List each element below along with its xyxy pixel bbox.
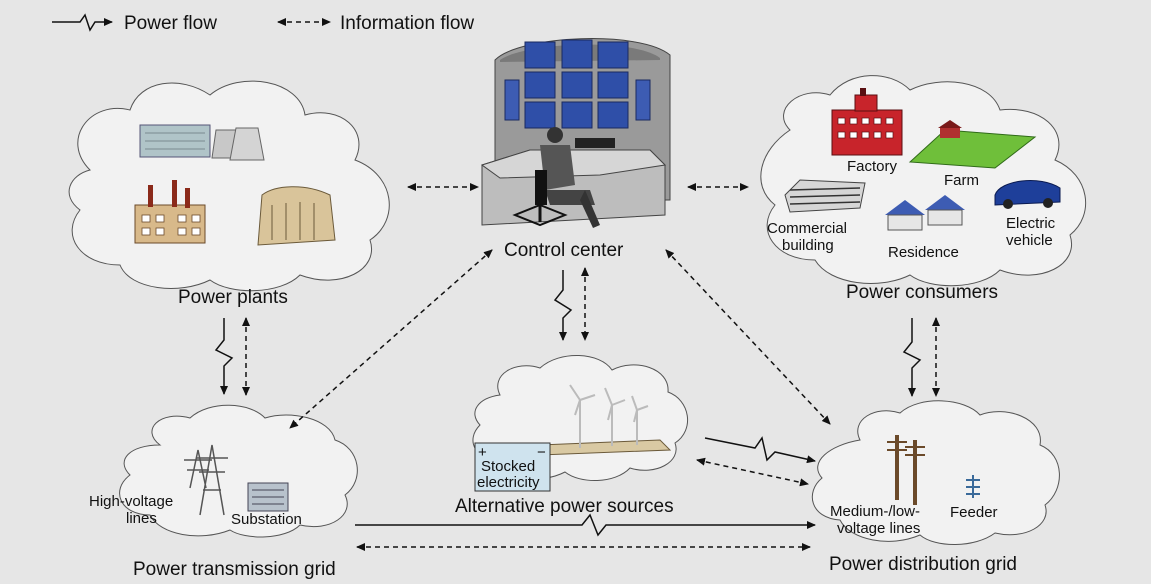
power-flow-legend-icon [52, 13, 113, 32]
commercial-building-label-line2: building [782, 237, 834, 254]
power-flow-control-alternative [553, 270, 573, 341]
high-voltage-lines-label-line2: lines [126, 510, 157, 527]
transmission-grid-label: Power transmission grid [133, 559, 336, 580]
high-voltage-lines-label-line1: High-voltage [89, 493, 173, 510]
substation-label: Substation [231, 511, 302, 528]
transmission-grid-illustration [184, 444, 289, 516]
power-plants-illustration [134, 124, 336, 246]
stocked-electricity-label-line1: Stocked [481, 458, 535, 475]
medium-low-voltage-lines-label-line2: voltage lines [837, 520, 920, 537]
transmission-grid-cloud [119, 404, 358, 538]
medium-low-voltage-lines-label-line1: Medium-/low- [830, 503, 920, 520]
information-flow-legend-label: Information flow [340, 13, 474, 34]
info-flow-control-distribution [665, 249, 831, 425]
power-flow-legend-label: Power flow [124, 13, 217, 34]
alternative-sources-label: Alternative power sources [455, 496, 674, 517]
battery-plus-sign: + [478, 444, 487, 461]
distribution-grid-label: Power distribution grid [829, 554, 1017, 575]
residence-label: Residence [888, 244, 959, 261]
control-center-illustration [480, 38, 671, 228]
power-flow-transmission-distribution [355, 513, 816, 537]
distribution-grid-cloud [811, 400, 1060, 545]
commercial-building-label-line1: Commercial [767, 220, 847, 237]
power-flow-consumers-distribution [902, 318, 922, 397]
power-flow-plants-transmission [214, 318, 234, 395]
control-center-label: Control center [504, 240, 624, 261]
farm-label: Farm [944, 172, 979, 189]
stocked-electricity-battery: + − Stocked electricity [477, 444, 546, 491]
feeder-label: Feeder [950, 504, 998, 521]
distribution-grid-illustration [887, 435, 980, 505]
alternative-sources-illustration [474, 384, 672, 492]
stocked-electricity-label-line2: electricity [477, 474, 540, 491]
power-flow-alternative-distribution [704, 436, 816, 464]
power-consumers-label: Power consumers [846, 282, 998, 303]
power-plants-label: Power plants [178, 287, 288, 308]
factory-label: Factory [847, 158, 898, 175]
electric-vehicle-label-line1: Electric [1006, 215, 1056, 232]
info-flow-alternative-distribution [696, 457, 809, 487]
legend: Power flow Information flow [52, 13, 474, 34]
battery-minus-sign: − [537, 444, 546, 461]
power-consumers-illustration [784, 88, 1061, 231]
electric-vehicle-label-line2: vehicle [1006, 232, 1053, 249]
power-plants-cloud [68, 80, 390, 292]
